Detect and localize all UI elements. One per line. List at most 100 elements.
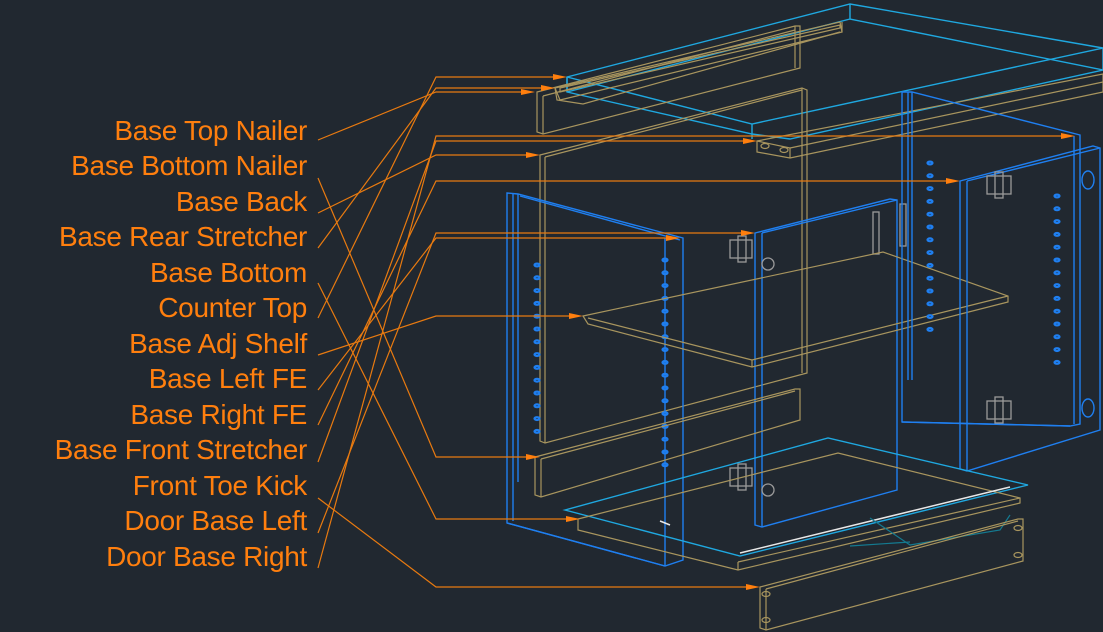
hinge-icon xyxy=(729,463,775,497)
shelf-pin-hole-icon xyxy=(1053,295,1061,301)
hinge-icon xyxy=(986,396,1012,424)
base-right-fe-part xyxy=(901,91,1081,427)
door-base-left-part xyxy=(729,198,907,528)
shelf-pin-hole-icon xyxy=(1053,244,1061,250)
shelf-pin-hole-icon xyxy=(533,377,541,383)
hinge-icon xyxy=(729,235,775,271)
label-door-base-left: Door Base Left xyxy=(124,505,307,536)
shelf-pin-hole-icon xyxy=(533,300,541,306)
leader-line-base-left-fe xyxy=(317,237,670,391)
arrowhead-icon xyxy=(521,89,535,95)
leader-line-base-adj-shelf xyxy=(317,315,573,356)
shelf-pin-hole-icon xyxy=(661,257,669,263)
arrowhead-icon xyxy=(946,178,960,184)
label-base-front-stretcher: Base Front Stretcher xyxy=(54,434,308,465)
shelf-pin-hole-icon xyxy=(661,270,669,276)
shelf-pin-hole-icon xyxy=(1053,347,1061,353)
shelf-pin-hole-icon xyxy=(661,449,669,455)
shelf-pin-hole-icon xyxy=(1053,270,1061,276)
base-back-part xyxy=(539,87,808,444)
leader-line-base-bottom xyxy=(317,282,570,520)
shelf-pin-hole-icon xyxy=(1053,321,1061,327)
leader-line-base-bottom-nailer xyxy=(317,177,530,458)
label-base-top-nailer: Base Top Nailer xyxy=(114,115,307,146)
shelf-pin-hole-icon xyxy=(661,283,669,289)
arrowhead-icon xyxy=(541,85,555,91)
label-base-left-fe: Base Left FE xyxy=(148,363,308,394)
arrowhead-icon xyxy=(666,235,680,241)
arrowhead-icon xyxy=(743,138,757,144)
arrowhead-icon xyxy=(746,584,760,590)
shelf-pin-hole-icon xyxy=(533,416,541,422)
shelf-pin-hole-icon xyxy=(661,411,669,417)
shelf-pin-hole-icon xyxy=(661,462,669,468)
leader-line-door-base-right xyxy=(317,135,1065,569)
shelf-pin-hole-icon xyxy=(926,288,934,294)
arrowhead-icon xyxy=(553,74,567,80)
shelf-pin-hole-icon xyxy=(533,339,541,345)
shelf-pin-hole-icon xyxy=(1053,359,1061,365)
label-front-toe-kick: Front Toe Kick xyxy=(132,470,308,501)
shelf-pin-hole-icon xyxy=(533,352,541,358)
shelf-pin-hole-icon xyxy=(1053,283,1061,289)
shelf-pin-hole-icon xyxy=(533,275,541,281)
shelf-pin-hole-icon xyxy=(533,326,541,332)
shelf-pin-hole-icon xyxy=(661,308,669,314)
shelf-pin-hole-icon xyxy=(926,211,934,217)
shelf-pin-hole-icon xyxy=(926,262,934,268)
base-bottom-nailer-part xyxy=(534,388,801,498)
arrowhead-icon xyxy=(526,454,540,460)
label-base-bottom: Base Bottom xyxy=(149,257,307,288)
shelf-pin-holes xyxy=(533,257,669,468)
leader-line-base-front-stretcher xyxy=(317,140,747,463)
hinge-icon xyxy=(986,171,1012,199)
arrowhead-icon xyxy=(526,152,540,158)
shelf-pin-hole-icon xyxy=(661,436,669,442)
shelf-pin-hole-icon xyxy=(926,250,934,256)
shelf-pin-hole-icon xyxy=(533,403,541,409)
shelf-pin-hole-icon xyxy=(926,224,934,230)
shelf-pin-hole-icon xyxy=(533,262,541,268)
shelf-pin-hole-icon xyxy=(1053,193,1061,199)
leader-line-front-toe-kick xyxy=(317,497,750,588)
shelf-pin-hole-icon xyxy=(1053,257,1061,263)
shelf-pin-hole-icon xyxy=(533,288,541,294)
label-base-bottom-nailer: Base Bottom Nailer xyxy=(71,150,307,181)
leader-line-base-rear-stretcher xyxy=(317,87,545,249)
leader-lines xyxy=(317,74,1075,590)
shelf-pin-hole-icon xyxy=(926,173,934,179)
front-toe-kick-part xyxy=(759,518,1024,631)
base-top-nailer-part xyxy=(536,25,801,135)
shelf-pin-hole-icon xyxy=(1053,334,1061,340)
shelf-pin-hole-icon xyxy=(926,314,934,320)
label-base-back: Base Back xyxy=(175,186,307,217)
shelf-pin-hole-icon xyxy=(661,385,669,391)
label-counter-top: Counter Top xyxy=(158,292,307,323)
shelf-pin-hole-icon xyxy=(926,326,934,332)
arrowhead-icon xyxy=(741,230,755,236)
shelf-pin-hole-icon xyxy=(926,237,934,243)
shelf-pin-hole-icon xyxy=(661,372,669,378)
base-rear-stretcher-part xyxy=(554,21,843,105)
label-base-adj-shelf: Base Adj Shelf xyxy=(129,328,307,359)
shelf-pin-hole-icon xyxy=(926,186,934,192)
shelf-pin-hole-icon xyxy=(1053,308,1061,314)
leader-line-counter-top xyxy=(317,76,557,319)
shelf-pin-hole-icon xyxy=(1053,219,1061,225)
leader-line-door-base-left xyxy=(317,232,745,534)
shelf-pin-hole-icon xyxy=(926,275,934,281)
shelf-pin-hole-icon xyxy=(533,364,541,370)
shelf-pin-hole-icon xyxy=(926,301,934,307)
shelf-pin-hole-icon xyxy=(533,428,541,434)
shelf-pin-hole-icon xyxy=(926,198,934,204)
arrowhead-icon xyxy=(569,313,583,319)
shelf-pin-hole-icon xyxy=(661,398,669,404)
shelf-pin-hole-icon xyxy=(661,347,669,353)
arrowhead-icon xyxy=(566,516,580,522)
leader-line-base-top-nailer xyxy=(317,91,525,141)
base-adj-shelf-part xyxy=(582,251,1009,368)
base-bottom-part xyxy=(562,437,1029,571)
shelf-pin-hole-icon xyxy=(661,359,669,365)
base-left-fe-part xyxy=(506,192,684,567)
